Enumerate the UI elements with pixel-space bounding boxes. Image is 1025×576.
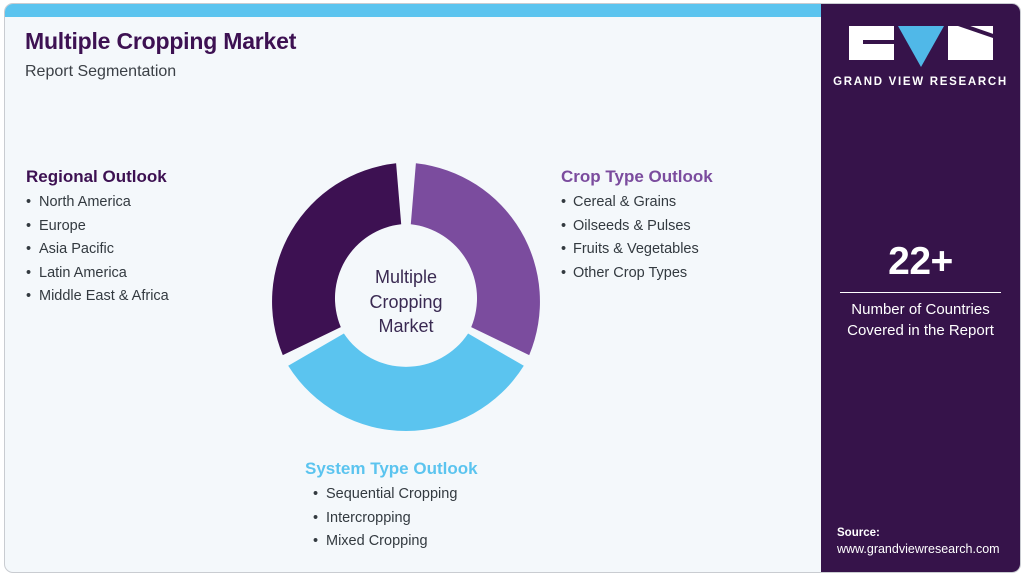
list-item: Oilseeds & Pulses (561, 215, 713, 239)
source-block: Source: www.grandviewresearch.com (837, 525, 1020, 558)
list-item: Asia Pacific (26, 238, 169, 262)
logo-marks (848, 26, 993, 67)
list-item: Sequential Cropping (313, 483, 478, 507)
page-title: Multiple Cropping Market (25, 28, 297, 54)
regional-outlook-title: Regional Outlook (26, 167, 167, 186)
list-item: Middle East & Africa (26, 285, 169, 309)
system-type-outlook-block: System Type Outlook Sequential Cropping … (305, 458, 478, 554)
list-item: Other Crop Types (561, 262, 713, 286)
stat-value: 22+ (888, 240, 953, 283)
country-count-stat: 22+ Number of Countries Covered in the R… (821, 240, 1020, 341)
list-item: Intercropping (313, 507, 478, 531)
stat-label-line-1: Number of Countries (851, 301, 990, 318)
crop-type-outlook-list: Cereal & Grains Oilseeds & Pulses Fruits… (561, 191, 713, 285)
system-type-outlook-title: System Type Outlook (305, 459, 478, 478)
list-item: North America (26, 191, 169, 215)
donut-segment-system-type (288, 333, 524, 432)
stat-label-line-2: Covered in the Report (847, 321, 994, 339)
crop-type-outlook-title: Crop Type Outlook (561, 167, 713, 186)
top-accent-bar (5, 4, 823, 17)
regional-outlook-block: Regional Outlook North America Europe As… (26, 166, 169, 309)
donut-segment-crop-type (410, 163, 540, 356)
list-item: Mixed Cropping (313, 530, 478, 554)
logo-wordmark: GRAND VIEW RESEARCH (833, 76, 1008, 88)
brand-logo: GRAND VIEW RESEARCH (821, 26, 1020, 88)
logo-v-triangle-icon (897, 26, 944, 67)
side-panel: GRAND VIEW RESEARCH 22+ Number of Countr… (821, 4, 1020, 572)
stat-divider (840, 292, 1001, 293)
list-item: Fruits & Vegetables (561, 238, 713, 262)
regional-outlook-list: North America Europe Asia Pacific Latin … (26, 191, 169, 309)
header: Multiple Cropping Market Report Segmenta… (25, 28, 725, 81)
list-item: Europe (26, 215, 169, 239)
donut-chart: Multiple Cropping Market (264, 160, 548, 444)
source-url[interactable]: www.grandviewresearch.com (837, 542, 1000, 556)
donut-segment-regional (272, 163, 402, 356)
crop-type-outlook-block: Crop Type Outlook Cereal & Grains Oilsee… (561, 166, 713, 285)
report-card: Multiple Cropping Market Report Segmenta… (4, 3, 1021, 573)
list-item: Cereal & Grains (561, 191, 713, 215)
system-type-outlook-list: Sequential Cropping Intercropping Mixed … (305, 483, 478, 554)
page-subtitle: Report Segmentation (25, 62, 177, 80)
stat-label: Number of Countries Covered in the Repor… (821, 300, 1020, 341)
source-title: Source: (837, 527, 880, 539)
logo-r-icon (947, 26, 993, 60)
list-item: Latin America (26, 262, 169, 286)
donut-chart-svg (272, 163, 540, 432)
logo-g-icon (848, 26, 894, 60)
